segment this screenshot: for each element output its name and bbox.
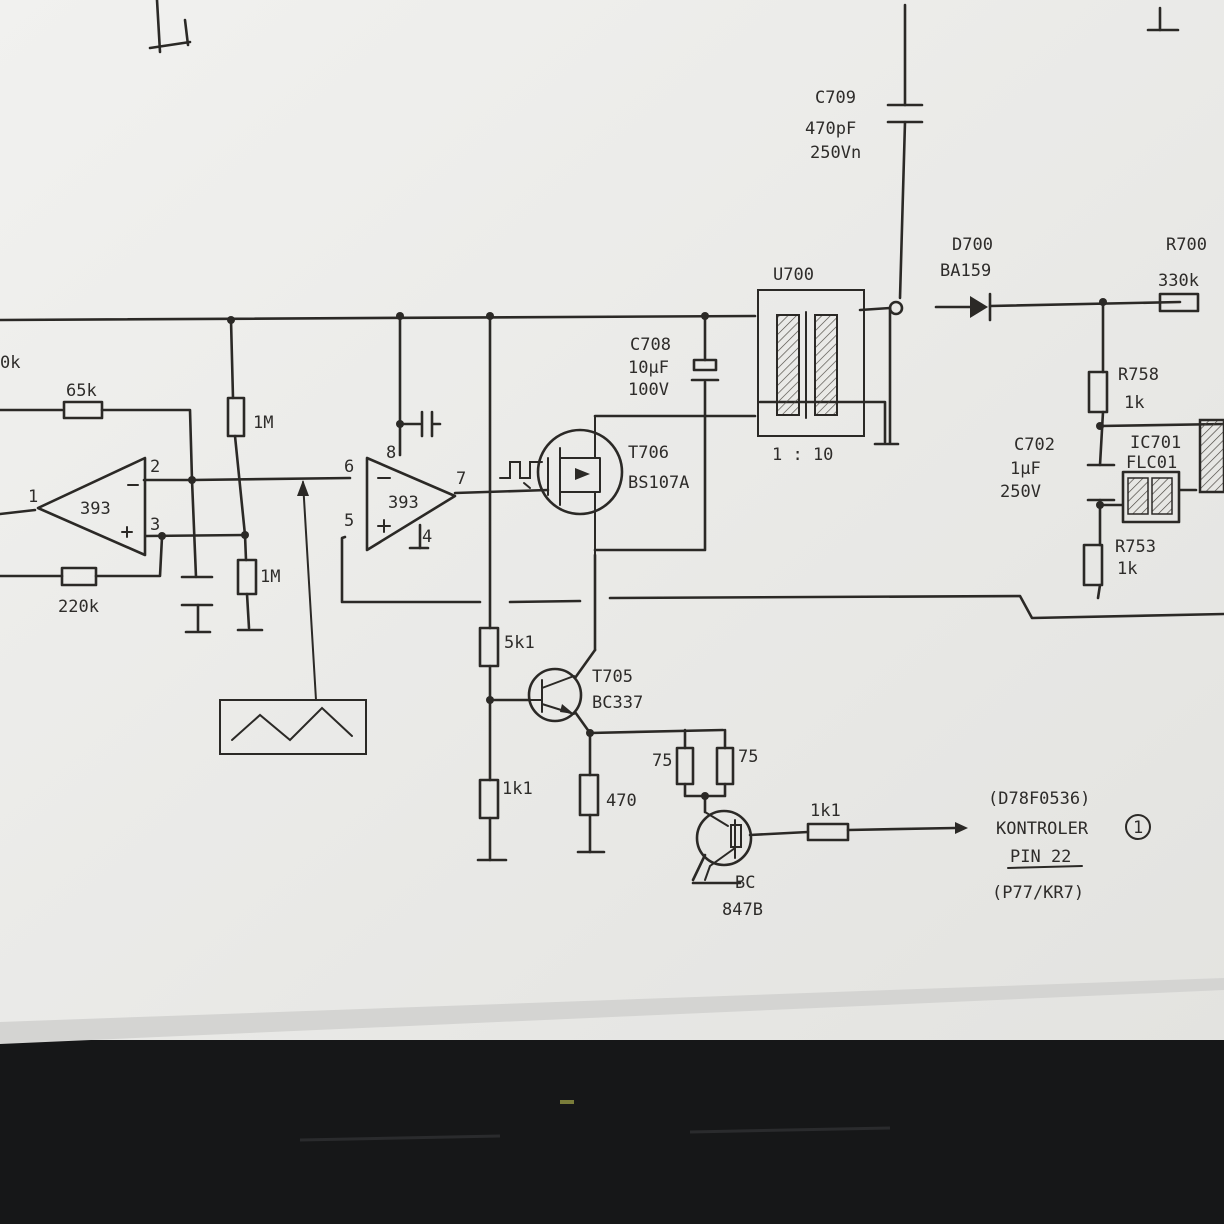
transformer-u700-symbol (757, 289, 865, 437)
junction-dots (158, 298, 1107, 800)
c702-rating-label: 250V (1000, 482, 1041, 502)
resistor-symbols (60, 292, 1200, 842)
controller-pin-arrow (955, 822, 968, 834)
capacitor-c709-symbol (886, 103, 924, 124)
square-wave-symbol (499, 461, 543, 489)
screen-area (0, 0, 1224, 1040)
capacitor-symbols (180, 103, 1116, 607)
comparator-pin5-label: 5 (344, 511, 354, 531)
controller-chip-label: (D78F0536) (988, 789, 1090, 809)
controller-number-circle (1125, 814, 1151, 840)
transistor-bc847b-symbol (695, 809, 753, 881)
r-5k1-label: 5k1 (504, 633, 535, 653)
left-cut-label: 0k (0, 353, 20, 373)
r-220k-label: 220k (58, 597, 99, 617)
diode-d700-symbol (934, 292, 992, 322)
controller-number-label: 1 (1133, 818, 1143, 838)
right-edge-component (1198, 418, 1224, 494)
bc847b-part-line1: BC (735, 873, 755, 893)
c708-rating-label: 100V (628, 380, 669, 400)
r-75-b-label: 75 (738, 747, 758, 767)
opamp1-pin1-label: 1 (28, 487, 38, 507)
r-1m-a-label: 1M (253, 413, 273, 433)
comparator-pin7-label: 7 (456, 469, 466, 489)
comparator-pin6-label: 6 (344, 457, 354, 477)
r-470-label: 470 (606, 791, 637, 811)
c709-rating-label: 250Vn (810, 143, 861, 163)
resistor-1k1-b-symbol (806, 822, 850, 842)
capacitor-c702-symbol (1086, 463, 1116, 502)
c702-ref-label: C702 (1014, 435, 1055, 455)
ic701-part-label: FLC01 (1126, 453, 1177, 473)
comparator-pin4-label: 4 (422, 527, 432, 547)
opamp1-pin2-label: 2 (150, 457, 160, 477)
triangle-waveform-box (219, 480, 367, 755)
resistor-1m-a-symbol (226, 396, 246, 438)
r-1k1-a-label: 1k1 (502, 779, 533, 799)
c702-value-label: 1µF (1010, 459, 1041, 479)
r758-ref-label: R758 (1118, 365, 1159, 385)
mosfet-t706-symbol (536, 415, 624, 556)
u700-ref-label: U700 (773, 265, 814, 285)
transistor-t705-symbol (527, 667, 583, 723)
c709-ref-label: C709 (815, 88, 856, 108)
t706-part-label: BS107A (628, 473, 689, 493)
t706-ref-label: T706 (628, 443, 669, 463)
comparator-pin8-label: 8 (386, 443, 396, 463)
opamp-393-a-symbol (36, 456, 147, 557)
resistor-r753-symbol (1082, 543, 1104, 587)
power-led-icon (560, 1100, 574, 1104)
crossover-node (888, 300, 904, 316)
t705-part-label: BC337 (592, 693, 643, 713)
c709-value-label: 470pF (805, 119, 856, 139)
c708-value-label: 10µF (628, 358, 669, 378)
capacitor-c-ground-symbol (180, 575, 214, 607)
r-65k-label: 65k (66, 381, 97, 401)
controller-name-label: KONTROLER (996, 819, 1089, 839)
r700-ref-label: R700 (1166, 235, 1207, 255)
r753-value-label: 1k (1117, 559, 1137, 579)
capacitor-decoupling-symbol (420, 410, 442, 438)
comparator-part-label: 393 (388, 493, 419, 513)
r-75-a-label: 75 (652, 751, 672, 771)
resistor-65k-symbol (62, 400, 104, 420)
r758-value-label: 1k (1124, 393, 1144, 413)
comparator-393-b-symbol (365, 456, 457, 552)
ic701-ref-label: IC701 (1130, 433, 1181, 453)
u700-ratio-label: 1 : 10 (772, 445, 833, 465)
capacitor-c708-symbol (692, 358, 718, 372)
opamp1-pin3-label: 3 (150, 515, 160, 535)
r753-ref-label: R753 (1115, 537, 1156, 557)
resistor-1k1-a-symbol (478, 778, 500, 820)
controller-pin-underline (1007, 865, 1083, 869)
r700-value-label: 330k (1158, 271, 1199, 291)
resistor-5k1-symbol (478, 626, 500, 668)
component-labels: C709 470pF 250Vn D700 BA159 R700 330k U7… (0, 88, 1207, 920)
opamp1-part-label: 393 (80, 499, 111, 519)
r-1k1-b-label: 1k1 (810, 801, 841, 821)
controller-annotation: (D78F0536) KONTROLER 1 PIN 22 (P77/KR7) (988, 789, 1151, 903)
c708-ref-label: C708 (630, 335, 671, 355)
resistor-220k-symbol (60, 566, 98, 587)
resistor-1m-b-symbol (236, 558, 258, 596)
resistor-r700-symbol (1158, 292, 1200, 313)
d700-part-label: BA159 (940, 261, 991, 281)
optocoupler-ic701-symbol (1121, 470, 1181, 524)
t705-ref-label: T705 (592, 667, 633, 687)
controller-port-label: (P77/KR7) (992, 883, 1084, 903)
r-1m-b-label: 1M (260, 567, 280, 587)
bezel-reflection (689, 1126, 891, 1134)
bc847b-part-line2: 847B (722, 900, 763, 920)
controller-pin-label: PIN 22 (1010, 847, 1071, 867)
scrollbar-strip[interactable] (0, 978, 1224, 1044)
bezel-reflection (299, 1134, 501, 1142)
resistor-75-a-symbol (675, 746, 695, 786)
d700-ref-label: D700 (952, 235, 993, 255)
resistor-470-symbol (578, 773, 600, 817)
resistor-75-b-symbol (715, 746, 735, 786)
wires (0, 0, 1224, 885)
resistor-r758-symbol (1087, 370, 1109, 414)
